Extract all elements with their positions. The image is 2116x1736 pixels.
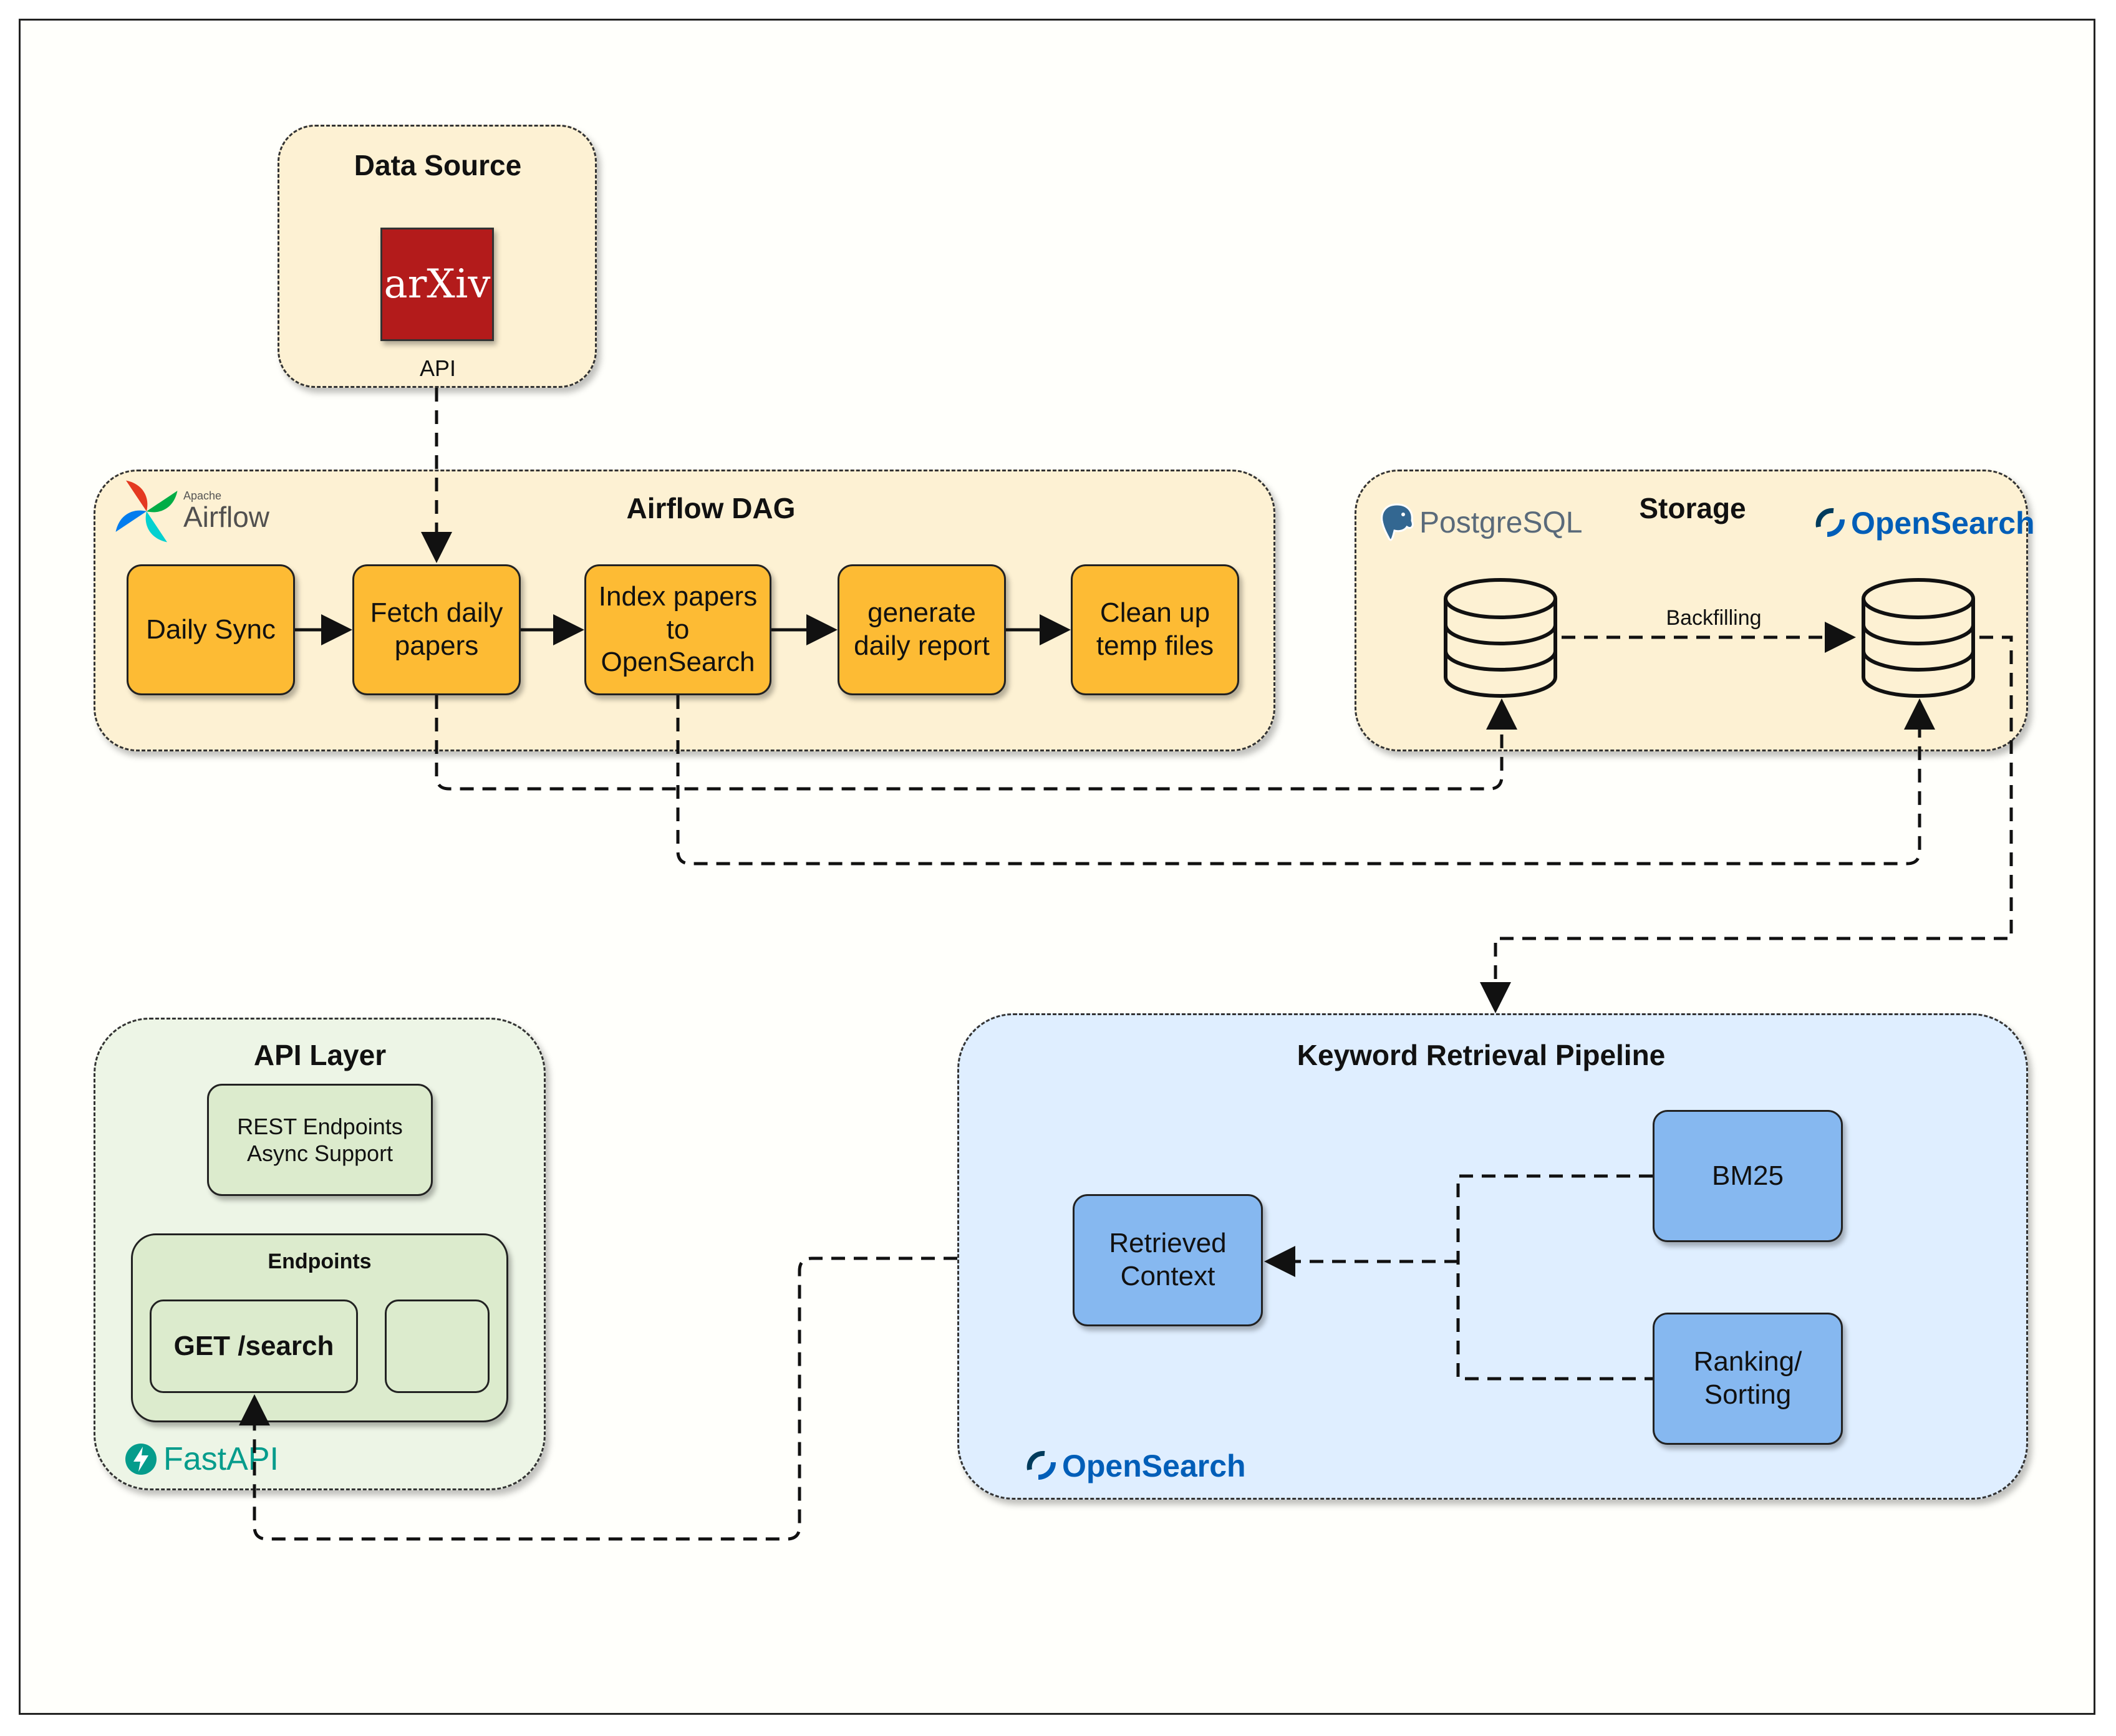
backfilling-label: Backfilling [1666,606,1762,630]
edge-pipeline-search [239,1256,957,1541]
task-fetch-daily-papers[interactable]: Fetch daily papers [352,564,521,695]
airflow-logo-name: Airflow [183,500,270,533]
opensearch-database-icon [1862,578,1975,698]
api-layer-title: API Layer [253,1039,387,1071]
airflow-pinwheel-icon [115,480,178,542]
endpoint-get-search[interactable]: GET /search [150,1300,358,1393]
edge-opensearch-pipeline [1480,635,2013,1013]
endpoints-title: Endpoints [268,1250,372,1273]
fastapi-logo: FastAPI [125,1440,279,1478]
task-index-papers[interactable]: Index papers to OpenSearch [584,564,771,695]
api-feature-rest: REST Endpoints [237,1113,403,1139]
task-generate-daily-report[interactable]: generate daily report [838,564,1006,695]
airflow-dag-title: Airflow DAG [626,492,796,524]
fastapi-icon [125,1444,157,1475]
storage-opensearch-logo: OpenSearch [1815,505,2035,541]
edge-fetch-postgres [435,695,1517,791]
storage-opensearch-logo-text: OpenSearch [1851,506,2035,541]
postgresql-logo-text: PostgreSQL [1419,506,1583,539]
retrieval-opensearch-logo: OpenSearch [1026,1448,1246,1484]
bm25-node[interactable]: BM25 [1653,1110,1843,1242]
airflow-logo-small: Apache [183,489,222,502]
edge-bm25-merge [1456,1174,1653,1381]
postgresql-database-icon [1444,578,1557,698]
arxiv-logo: arXiv [380,228,494,341]
api-label: API [419,355,457,381]
edge-index-opensearch [676,695,1935,866]
opensearch-icon [1815,508,1845,537]
ranking-sorting-node[interactable]: Ranking/ Sorting [1653,1313,1843,1445]
opensearch-icon [1027,1450,1056,1480]
task-clean-up-temp-files[interactable]: Clean up temp files [1071,564,1239,695]
api-features-box: REST Endpoints Async Support [207,1084,433,1196]
storage-title: Storage [1639,492,1746,524]
postgresql-elephant-icon [1381,503,1414,541]
api-feature-async: Async Support [246,1140,394,1166]
retrieval-pipeline-title: Keyword Retrieval Pipeline [1297,1039,1666,1071]
endpoint-empty-slot[interactable] [385,1300,490,1393]
postgresql-logo: PostgreSQL [1378,502,1582,543]
task-daily-sync[interactable]: Daily Sync [127,564,295,695]
retrieved-context-node[interactable]: Retrieved Context [1073,1194,1263,1326]
data-source-title: Data Source [354,149,522,181]
fastapi-logo-text: FastAPI [163,1441,279,1477]
retrieval-opensearch-logo-text: OpenSearch [1062,1449,1246,1483]
airflow-logo: Apache Airflow [112,477,269,546]
